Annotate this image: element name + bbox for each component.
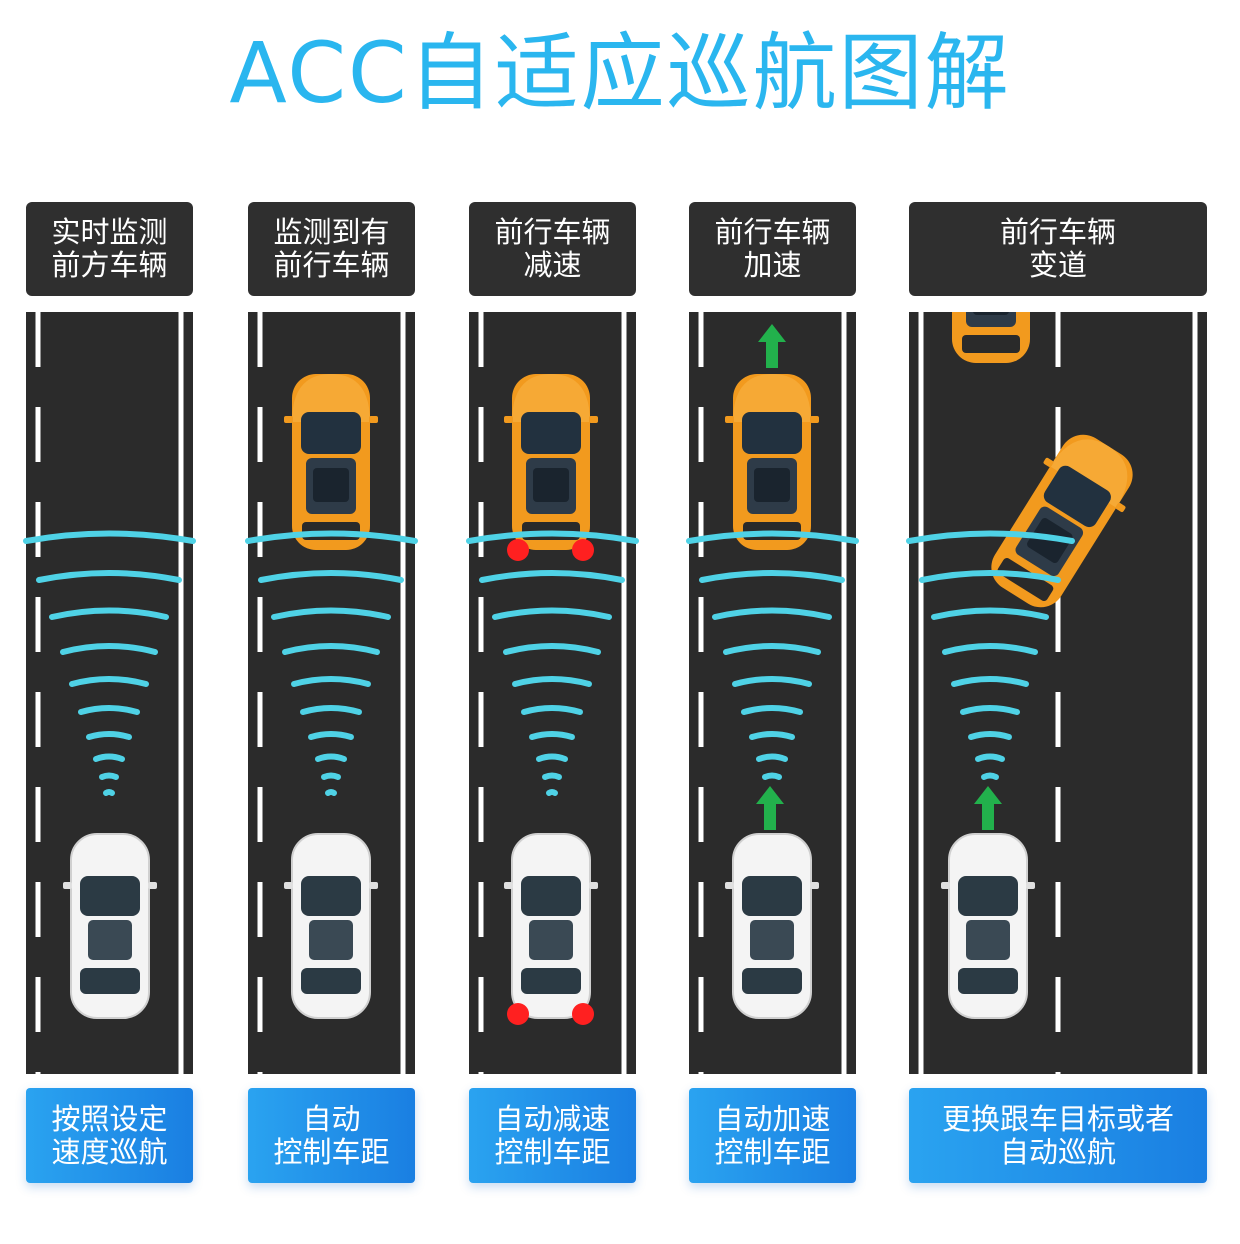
panel-label-3: 前行车辆 减速	[469, 202, 636, 296]
brake-light-icon	[572, 539, 594, 561]
panel-caption-2: 自动 控制车距	[248, 1088, 415, 1183]
panel-caption-1: 按照设定 速度巡航	[26, 1088, 193, 1183]
radar-waves	[466, 530, 639, 796]
ego-car-icon	[62, 833, 158, 1019]
road-panel-4	[686, 312, 859, 1074]
ego-car-icon	[940, 833, 1036, 1019]
panel-label-2: 监测到有 前行车辆	[248, 202, 415, 296]
ego-car-icon	[724, 833, 820, 1019]
brake-light-icon	[572, 1003, 594, 1025]
lead-car-icon	[944, 312, 1038, 363]
panel-label-5: 前行车辆 变道	[909, 202, 1207, 296]
brake-light-icon	[507, 1003, 529, 1025]
radar-waves	[686, 530, 859, 780]
road-panel-2	[245, 312, 418, 1074]
lead-car-icon	[504, 374, 598, 550]
radar-waves	[23, 530, 196, 796]
lead-car-icon	[284, 374, 378, 550]
road-panel-1	[23, 312, 196, 1074]
ego-car-icon	[283, 833, 379, 1019]
page-title: ACC自适应巡航图解	[229, 24, 1011, 122]
panel-caption-4: 自动加速 控制车距	[689, 1088, 856, 1183]
radar-waves	[245, 530, 418, 796]
ego-car-icon	[503, 833, 599, 1019]
panel-label-4: 前行车辆 加速	[689, 202, 856, 296]
panel-label-1: 实时监测 前方车辆	[26, 202, 193, 296]
road-panel-3	[466, 312, 639, 1074]
road-panel-5	[906, 312, 1207, 1074]
radar-waves	[906, 530, 1075, 780]
panel-caption-3: 自动减速 控制车距	[469, 1088, 636, 1183]
brake-light-icon	[507, 539, 529, 561]
panel-caption-5: 更换跟车目标或者 自动巡航	[909, 1088, 1207, 1183]
lead-car-icon	[725, 374, 819, 550]
